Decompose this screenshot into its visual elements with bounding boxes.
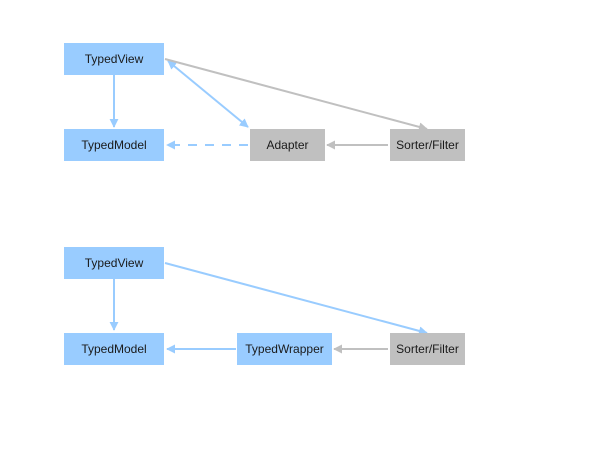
node-bottom-typedwrapper: TypedWrapper <box>237 333 332 365</box>
node-bottom-sorterfilter: Sorter/Filter <box>390 333 465 365</box>
node-label: TypedModel <box>81 138 146 152</box>
node-bottom-typedview: TypedView <box>64 247 164 279</box>
node-label: TypedView <box>85 256 144 270</box>
edge-bottom-typedview-sorterfilter <box>164 262 428 336</box>
node-label: TypedModel <box>81 342 146 356</box>
node-bottom-typedmodel: TypedModel <box>64 333 164 365</box>
node-label: Adapter <box>266 138 308 152</box>
edge-top-typedview-sorterfilter <box>164 58 428 132</box>
node-label: Sorter/Filter <box>396 138 459 152</box>
node-top-typedview: TypedView <box>64 43 164 75</box>
node-top-typedmodel: TypedModel <box>64 129 164 161</box>
diagram-bottom: TypedView TypedModel TypedWrapper Sorter… <box>64 247 465 365</box>
node-label: Sorter/Filter <box>396 342 459 356</box>
node-label: TypedWrapper <box>245 342 324 356</box>
node-top-sorterfilter: Sorter/Filter <box>390 129 465 161</box>
edge-top-typedview-adapter <box>167 60 249 128</box>
diagram-top: TypedView TypedModel Adapter Sorter/Filt… <box>64 43 465 161</box>
node-label: TypedView <box>85 52 144 66</box>
node-top-adapter: Adapter <box>250 129 325 161</box>
